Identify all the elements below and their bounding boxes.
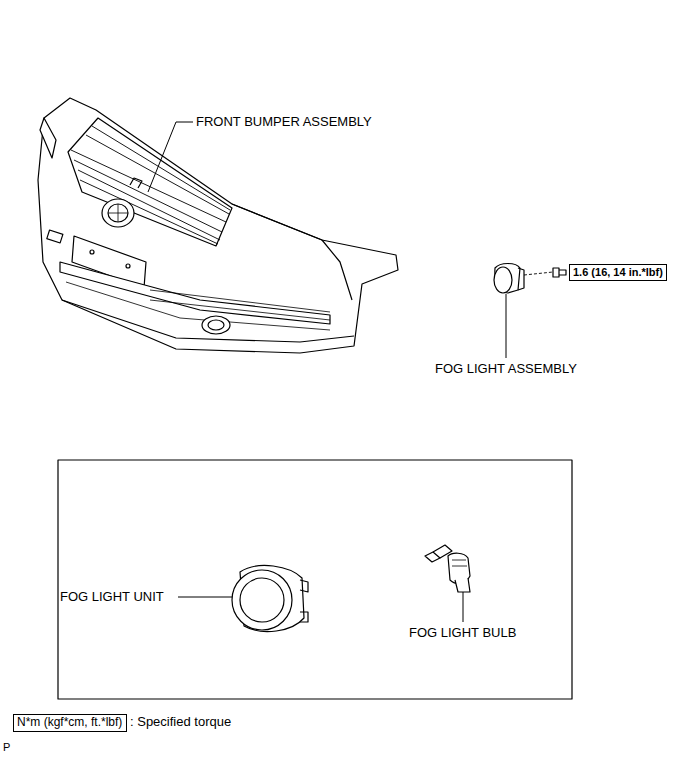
part-name: FOG LIGHT ASSEMBLY bbox=[435, 362, 577, 377]
torque-value: N*m (kgf*cm, ft.*lbf) bbox=[17, 716, 122, 730]
torque-value: 1.6 (16, 14 in.*lbf) bbox=[573, 266, 663, 279]
page-mark: P bbox=[3, 741, 10, 754]
part-name: FRONT BUMPER ASSEMBLY bbox=[196, 115, 372, 130]
part-name: FOG LIGHT BULB bbox=[409, 626, 516, 641]
part-name: FOG LIGHT UNIT bbox=[60, 590, 164, 605]
legend-text: : Specified torque bbox=[130, 715, 231, 730]
torque-legend-box: N*m (kgf*cm, ft.*lbf) bbox=[13, 714, 127, 732]
torque-box: 1.6 (16, 14 in.*lbf) bbox=[569, 264, 667, 281]
